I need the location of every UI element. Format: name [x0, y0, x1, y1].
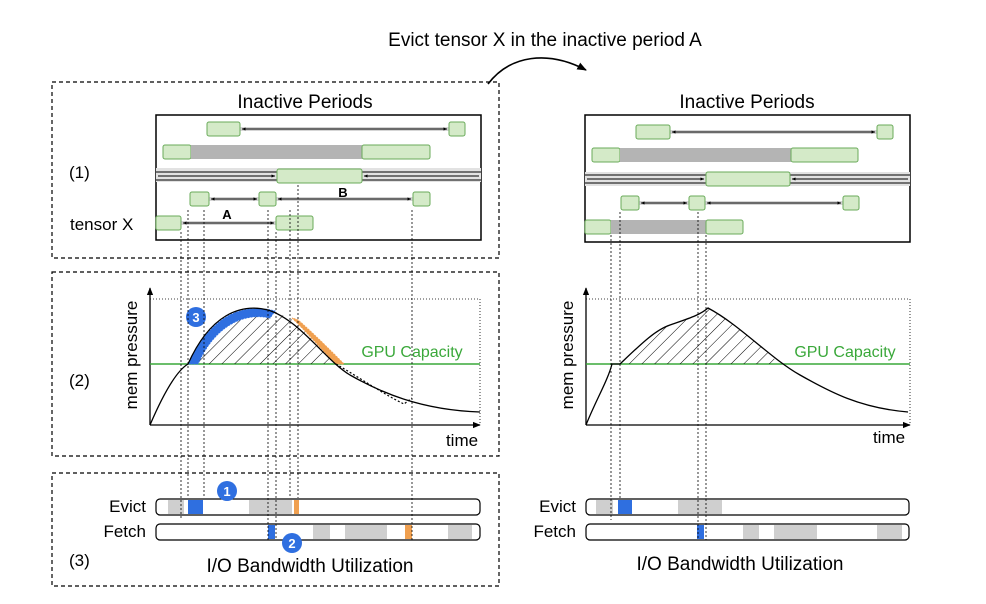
left-r5-tensor-a: [155, 215, 182, 231]
left-evict-label: Evict: [109, 497, 146, 516]
left-inactive-title: Inactive Periods: [237, 92, 372, 113]
period-a-label: A: [222, 207, 232, 222]
left-r1-tensor-a: [206, 121, 241, 137]
row-label-1: (1): [69, 163, 90, 182]
right-r4-tensor-a: [620, 195, 640, 211]
right-r1-tensor-a: [635, 124, 671, 140]
marker-1-label: 1: [223, 484, 230, 499]
left-mem-axis-label: mem pressure: [122, 301, 141, 410]
section-2-box: [51, 271, 500, 457]
left-pressure-curve: [149, 307, 481, 426]
left-fetch-orange: [405, 525, 412, 539]
right-r2-tensor-a: [591, 147, 621, 163]
left-evict-seg-1: [168, 500, 184, 514]
marker-2-label: 2: [288, 536, 295, 551]
left-time-axis-label: time: [446, 431, 478, 450]
marker-2: [282, 533, 302, 553]
left-guide-lines: [180, 185, 413, 540]
right-fetch-seg-1: [743, 525, 759, 539]
left-r3-tensor: [276, 168, 363, 184]
left-r4-tensor-b: [258, 191, 277, 207]
left-r4-tensor-c: [412, 191, 431, 207]
right-mem-axis-label: mem pressure: [558, 301, 577, 410]
right-io-title: I/O Bandwidth Utilization: [637, 554, 844, 575]
right-chart-frame: [585, 298, 911, 426]
row-label-2: (2): [69, 371, 90, 390]
right-r5-tensor-a: [584, 219, 612, 235]
right-pressure-curve: [585, 307, 909, 426]
right-fetch-label: Fetch: [533, 522, 576, 541]
right-time-axis-label: time: [873, 428, 905, 447]
left-r4-tensor-a: [189, 191, 210, 207]
left-r2-tensor-a: [162, 144, 192, 160]
caption: Evict tensor X in the inactive period A: [388, 30, 702, 51]
right-r4-tensor-b: [688, 195, 706, 211]
section-1-box: [51, 81, 500, 259]
left-fetch-seg-2: [345, 525, 387, 539]
period-b-label: B: [338, 185, 347, 200]
right-evict-seg-1: [596, 500, 613, 514]
left-fetch-label: Fetch: [103, 522, 146, 541]
right-guide-lines: [610, 212, 707, 540]
right-capacity-label: GPU Capacity: [794, 344, 895, 361]
right-r5-tensor-b: [705, 219, 744, 235]
marker-3-label: 3: [192, 310, 199, 325]
left-pressure-dotted: [335, 363, 413, 405]
left-r1-tensor-b: [448, 121, 466, 137]
right-evict-bar: [585, 498, 910, 516]
left-evict-orange: [294, 500, 299, 514]
marker-1: [217, 481, 237, 501]
right-hatched-area: [620, 308, 780, 364]
left-fetch-seg-3: [448, 525, 472, 539]
right-r2-tensor-b: [790, 147, 859, 163]
right-inactive-title: Inactive Periods: [679, 92, 814, 113]
left-fetch-blue: [268, 525, 275, 539]
left-chart-frame: [149, 298, 481, 426]
left-r5-tensor-b: [275, 215, 314, 231]
right-evict-label: Evict: [539, 497, 576, 516]
left-blue-evict-region: [187, 308, 276, 365]
transform-arrow: [487, 57, 587, 85]
right-fetch-seg-3: [877, 525, 902, 539]
row-label-3: (3): [69, 551, 90, 570]
right-evict-blue: [618, 500, 632, 514]
left-capacity-label: GPU Capacity: [361, 344, 462, 361]
tensor-x-label: tensor X: [70, 215, 133, 234]
right-evict-seg-2: [678, 500, 722, 514]
left-io-title: I/O Bandwidth Utilization: [207, 556, 414, 577]
right-r3-tensor: [705, 171, 791, 187]
left-fetch-seg-1: [313, 525, 330, 539]
right-r2-inactive: [620, 148, 791, 162]
left-evict-blue: [188, 500, 203, 514]
marker-3: [186, 307, 206, 327]
left-evict-seg-2: [249, 500, 292, 514]
left-r2-inactive: [191, 145, 362, 159]
right-r1-tensor-b: [876, 124, 894, 140]
left-r2-tensor-b: [361, 144, 431, 160]
right-fetch-blue: [697, 525, 704, 539]
right-r4-tensor-c: [842, 195, 860, 211]
right-fetch-seg-2: [774, 525, 817, 539]
right-r5-inactive: [611, 220, 706, 234]
left-orange-fetch-region: [291, 317, 346, 365]
left-evict-bar: [155, 498, 481, 516]
